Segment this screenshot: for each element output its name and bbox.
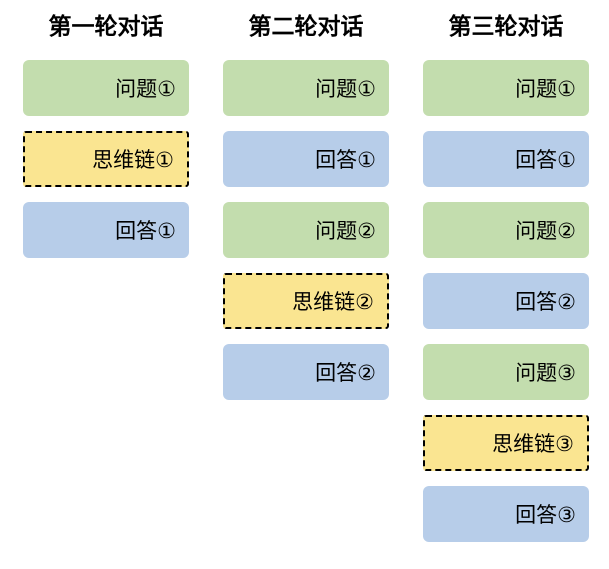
answer-box: 回答① bbox=[223, 131, 389, 187]
dialogue-round-column-3: 第三轮对话 问题① 回答① 问题② 回答② 问题③ 思维链③ 回答③ bbox=[423, 12, 589, 557]
block-label: 问题① bbox=[515, 78, 576, 101]
column-title: 第一轮对话 bbox=[48, 13, 164, 39]
cot-box: 思维链② bbox=[223, 273, 389, 329]
question-box: 问题③ bbox=[423, 344, 589, 400]
block-label: 问题① bbox=[115, 78, 176, 101]
column-blocks: 问题① 回答① 问题② 回答② 问题③ 思维链③ 回答③ bbox=[423, 60, 589, 542]
block-label: 回答② bbox=[315, 362, 376, 385]
question-box: 问题① bbox=[223, 60, 389, 116]
block-label: 思维链③ bbox=[492, 433, 574, 456]
column-title: 第三轮对话 bbox=[448, 13, 564, 39]
question-box: 问题② bbox=[223, 202, 389, 258]
column-blocks: 问题① 思维链① 回答① bbox=[23, 60, 189, 258]
block-label: 回答① bbox=[515, 149, 576, 172]
question-box: 问题① bbox=[23, 60, 189, 116]
block-label: 问题① bbox=[315, 78, 376, 101]
answer-box: 回答② bbox=[423, 273, 589, 329]
block-label: 问题③ bbox=[515, 362, 576, 385]
answer-box: 回答② bbox=[223, 344, 389, 400]
answer-box: 回答③ bbox=[423, 486, 589, 542]
answer-box: 回答① bbox=[423, 131, 589, 187]
block-label: 问题② bbox=[315, 220, 376, 243]
cot-box: 思维链③ bbox=[423, 415, 589, 471]
block-label: 回答③ bbox=[515, 504, 576, 527]
block-label: 回答① bbox=[115, 220, 176, 243]
columns-container: 第一轮对话 问题① 思维链① 回答① 第二轮对话 问题① 回答① 问题② 思维链… bbox=[23, 12, 589, 557]
dialogue-round-column-1: 第一轮对话 问题① 思维链① 回答① bbox=[23, 12, 189, 557]
question-box: 问题① bbox=[423, 60, 589, 116]
question-box: 问题② bbox=[423, 202, 589, 258]
block-label: 思维链② bbox=[292, 291, 374, 314]
block-label: 回答② bbox=[515, 291, 576, 314]
block-label: 思维链① bbox=[92, 149, 174, 172]
dialogue-round-column-2: 第二轮对话 问题① 回答① 问题② 思维链② 回答② bbox=[223, 12, 389, 557]
column-blocks: 问题① 回答① 问题② 思维链② 回答② bbox=[223, 60, 389, 400]
column-title: 第二轮对话 bbox=[248, 13, 364, 39]
answer-box: 回答① bbox=[23, 202, 189, 258]
cot-box: 思维链① bbox=[23, 131, 189, 187]
block-label: 回答① bbox=[315, 149, 376, 172]
block-label: 问题② bbox=[515, 220, 576, 243]
